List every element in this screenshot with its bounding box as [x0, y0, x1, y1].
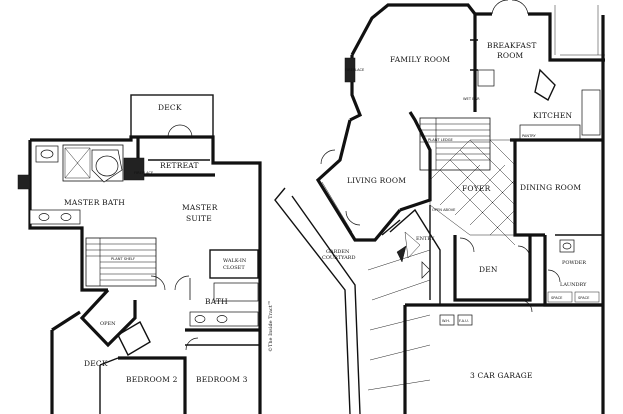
breakfast-label-2: ROOM — [497, 51, 524, 60]
open-above-label: OPEN ABOVE — [432, 208, 456, 212]
master-bath-fixtures — [17, 144, 145, 225]
living-room-label: LIVING ROOM — [347, 176, 406, 185]
bedroom2-label: BEDROOM 2 — [126, 375, 178, 384]
fireplace-label-upper: FIREPLACE — [134, 171, 154, 175]
lower-floor — [274, 0, 605, 414]
bedroom3-label: BEDROOM 3 — [196, 375, 248, 384]
dining-room-label: DINING ROOM — [520, 183, 581, 192]
plant-ledge-label: PLANT LEDGE — [428, 138, 454, 142]
stairs-upper — [85, 237, 157, 287]
space-label-2: SPACE — [578, 296, 590, 300]
fireplace-label-lower: FIREPLACE — [345, 68, 365, 72]
watermark: ©The Inside Tract™ — [267, 300, 274, 352]
plant-shelf-label: PLANT SHELF — [111, 257, 135, 261]
master-suite-label-1: MASTER — [182, 203, 218, 212]
garden-courtyard-label-2: COURTYARD — [322, 255, 355, 261]
pantry-label: PANTRY — [522, 134, 537, 138]
deck-upper — [130, 94, 214, 138]
wet-bar-label: WET BAR — [463, 97, 480, 101]
walk-in-closet-label-2: CLOSET — [223, 265, 245, 271]
den-label: DEN — [479, 265, 498, 274]
space-label-1: SPACE — [551, 296, 563, 300]
powder-label: POWDER — [562, 260, 586, 266]
wh-label: W.H. — [442, 319, 450, 323]
master-bath-label: MASTER BATH — [64, 198, 125, 207]
entry-label: ENTRY — [416, 236, 435, 242]
retreat-label: RETREAT — [160, 161, 199, 170]
foyer-label: FOYER — [462, 184, 491, 193]
bath-label: BATH — [205, 297, 228, 306]
breakfast-label-1: BREAKFAST — [487, 41, 537, 50]
garden-courtyard-label-1: GARDEN — [326, 249, 350, 255]
upper-floor — [17, 94, 262, 414]
garage-label: 3 CAR GARAGE — [470, 371, 533, 380]
kitchen-label: KITCHEN — [533, 111, 573, 120]
fau-label: F.A.U. — [459, 319, 469, 323]
deck-upper-label: DECK — [158, 103, 182, 112]
open-label: OPEN — [100, 321, 116, 327]
master-suite-label-2: SUITE — [186, 214, 212, 223]
family-room-label: FAMILY ROOM — [390, 55, 450, 64]
laundry-label: LAUNDRY — [560, 282, 587, 288]
stairs-lower — [419, 117, 491, 171]
deck-lower-label: DECK — [84, 359, 108, 368]
walk-in-closet-label-1: WALK-IN — [223, 258, 247, 264]
